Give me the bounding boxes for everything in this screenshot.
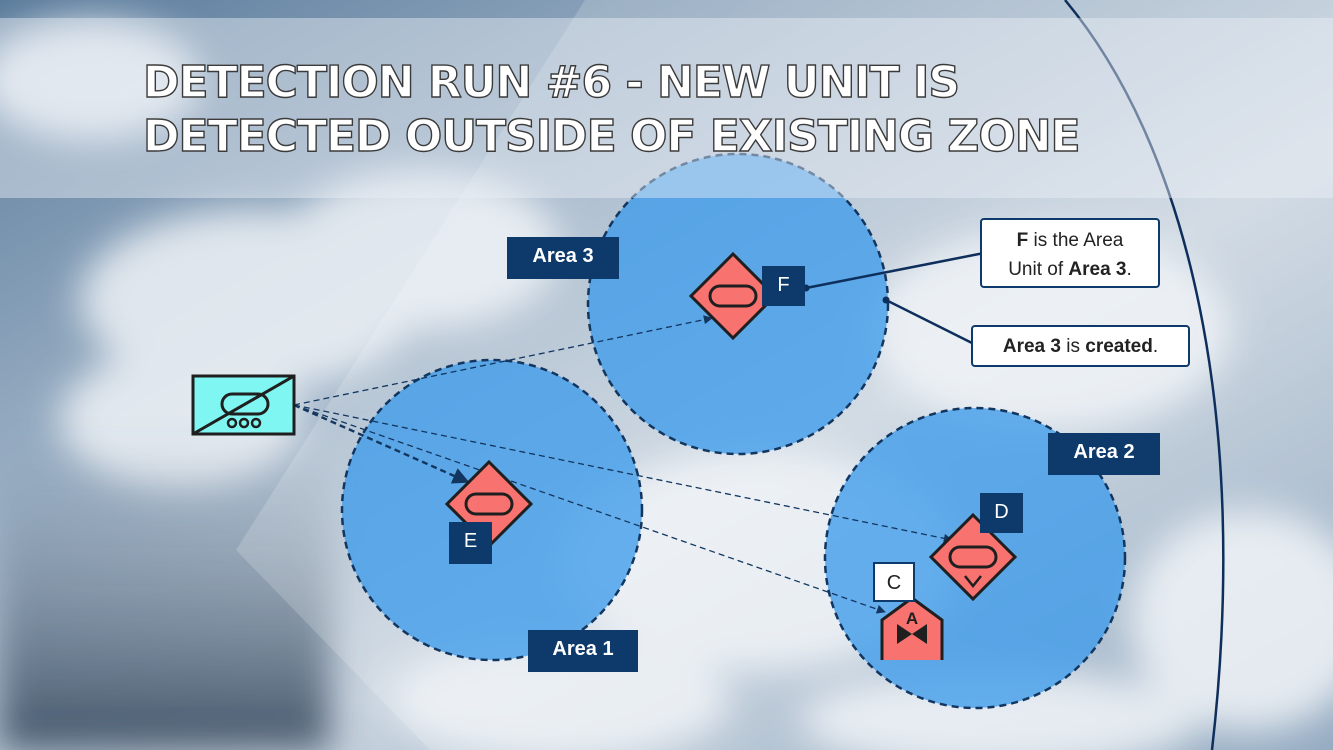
callout-connector-f	[805, 251, 985, 290]
created-area-name: Area 3	[1002, 336, 1061, 357]
detection-line-e	[293, 403, 470, 484]
unit-d-tag: D	[980, 493, 1023, 533]
title-band	[0, 18, 1333, 198]
unit-f-tag: F	[762, 266, 805, 306]
callout-text-2: Unit of	[1008, 259, 1069, 280]
slide-title: DETECTION RUN #6 - NEW UNIT IS DETECTED …	[142, 56, 1081, 164]
slide-title-line-1: DETECTION RUN #6 - NEW UNIT IS	[142, 56, 960, 108]
sensor-unit-icon	[191, 374, 296, 436]
hostile-unit-c-icon	[880, 596, 944, 660]
callout-text-1: is the Area	[1028, 230, 1124, 251]
detection-line-d	[293, 404, 953, 543]
unit-e-tag: E	[449, 522, 492, 564]
area-1-label: Area 1	[528, 630, 638, 672]
callout-text-3: .	[1126, 259, 1132, 280]
hostile-unit-d-icon	[928, 512, 1018, 602]
detection-line-f	[293, 315, 713, 406]
callout-area-name: Area 3	[1068, 259, 1127, 280]
area-3-label: Area 3	[507, 237, 619, 279]
created-text-1: is	[1060, 336, 1086, 357]
created-word: created	[1085, 336, 1153, 357]
area-unit-callout: F is the Area Unit of Area 3.	[980, 218, 1160, 288]
hostile-unit-f-icon	[688, 251, 778, 341]
detection-line-c	[293, 404, 886, 614]
callout-unit-name: F	[1016, 230, 1029, 251]
area-2-label: Area 2	[1048, 433, 1160, 475]
callout-connector-area3	[885, 298, 975, 346]
area-created-callout: Area 3 is created.	[971, 325, 1190, 367]
slide-title-line-2: DETECTED OUTSIDE OF EXISTING ZONE	[142, 110, 1081, 162]
unit-c-tag: C	[873, 562, 915, 602]
created-text-2: .	[1152, 336, 1159, 357]
unit-c-symbol-letter: A	[906, 609, 918, 628]
